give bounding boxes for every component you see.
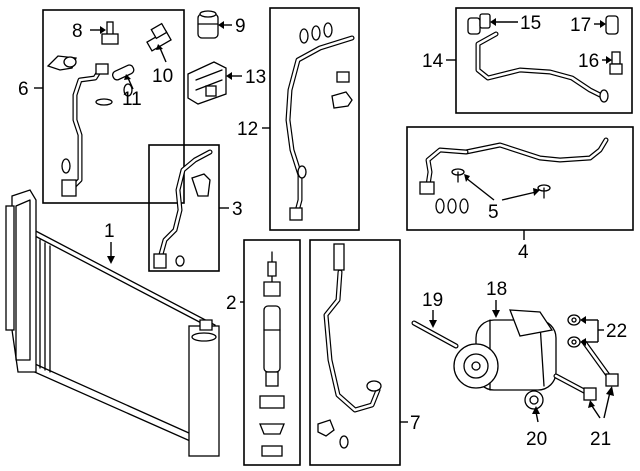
box-group-4	[406, 126, 634, 231]
pressure-sensor-part-8	[101, 21, 119, 45]
callout-1: 1	[104, 221, 115, 242]
callout-22: 22	[606, 321, 627, 342]
box-group-7	[309, 239, 401, 466]
cap-part-9	[197, 10, 219, 39]
callout-2: 2	[226, 293, 237, 314]
leader-lines	[34, 18, 614, 423]
box-group-2	[243, 239, 301, 466]
callout-15: 15	[520, 13, 541, 34]
pin-part-19	[411, 320, 459, 349]
hose-assembly-part-14	[475, 31, 609, 103]
callout-21: 21	[590, 429, 611, 450]
pipe-part-11	[112, 64, 135, 97]
callout-17: 17	[570, 15, 591, 36]
callout-3: 3	[232, 199, 243, 220]
bracket-clip-part	[46, 55, 77, 71]
fitting-part-10	[146, 22, 172, 52]
bolt-part-5	[451, 168, 551, 199]
callout-11: 11	[122, 89, 142, 110]
callout-8: 8	[72, 21, 83, 42]
washers-part-22	[567, 314, 581, 348]
callout-7: 7	[410, 413, 421, 434]
callout-4: 4	[518, 242, 529, 263]
liquid-line-part-7	[317, 243, 382, 449]
callout-labels: 1 2 3 4 5 6 7 8 9 10 11 12 13 14 15 16 1…	[18, 13, 627, 450]
callout-19: 19	[422, 290, 443, 311]
pressure-line-part-4	[419, 137, 609, 214]
bolts-part-21	[553, 339, 619, 401]
suction-hose-part	[61, 63, 113, 197]
receiver-drier-part-2	[259, 251, 285, 457]
box-group-12	[269, 7, 360, 231]
sensor-part-16	[609, 51, 623, 75]
condenser-part	[5, 189, 220, 457]
box-group-6	[42, 9, 185, 204]
discharge-line-part-12	[285, 22, 355, 221]
callout-18: 18	[486, 279, 507, 300]
callout-9: 9	[235, 16, 246, 37]
nut-part-20	[524, 390, 544, 410]
callout-20: 20	[526, 429, 547, 450]
hose-part-3	[153, 149, 213, 269]
callout-12: 12	[237, 119, 258, 140]
callout-5: 5	[488, 202, 499, 223]
callout-16: 16	[578, 51, 599, 72]
compressor-part-18	[453, 309, 557, 391]
callout-6: 6	[18, 79, 29, 100]
valve-block-part-13	[187, 61, 227, 105]
callout-14: 14	[422, 51, 444, 72]
clip-part-17	[605, 15, 619, 35]
callout-13: 13	[245, 67, 266, 88]
oring-part-15	[467, 13, 491, 35]
callout-10: 10	[152, 66, 173, 87]
